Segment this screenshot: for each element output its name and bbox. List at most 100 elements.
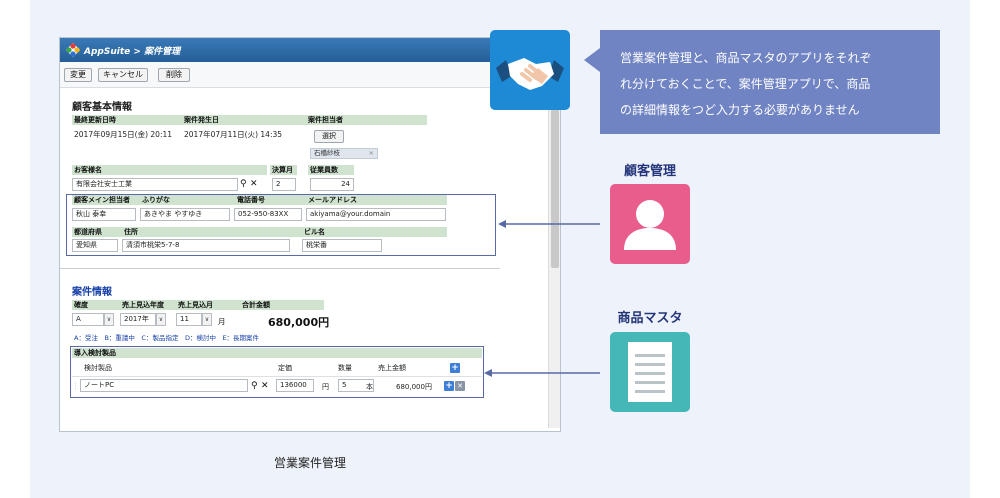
header-row-contact [72, 195, 447, 205]
header-row-dates [72, 115, 427, 125]
customer-section-title: 顧客基本情報 [72, 102, 132, 113]
owner-tag-label: 石橋紗枝 [314, 149, 340, 157]
email-input[interactable]: akiyama@your.domain [306, 208, 446, 221]
cancel-button[interactable]: キャンセル [98, 68, 148, 82]
clear-icon[interactable]: ✕ [250, 179, 258, 189]
total-label: 合計金額 [242, 301, 270, 309]
col-product: 検討製品 [84, 364, 112, 372]
fiscal-label: 決算月 [270, 165, 297, 175]
section-divider [60, 268, 500, 269]
arrow-head-icon [498, 220, 506, 228]
month-label: 売上見込月 [178, 301, 213, 309]
updated-value: 2017年09月15日(金) 20:11 [74, 130, 173, 139]
callout-line: 営業案件管理と、商品マスタのアプリをそれぞ [620, 51, 872, 65]
fiscal-input[interactable]: 2 [272, 178, 296, 191]
kana-input[interactable]: あきやま やすゆき [140, 208, 230, 221]
chevron-down-icon[interactable]: ∨ [156, 313, 166, 326]
contact-label: 顧客メイン担当者 [74, 196, 130, 204]
rank-legend: A：受注 B：重議中 C：製品指定 D：検討中 E：長期案件 [74, 334, 260, 342]
col-price: 定価 [278, 364, 292, 372]
handshake-icon [496, 58, 564, 90]
created-value: 2017年07月11日(火) 14:35 [184, 130, 283, 139]
year-select[interactable]: 2017年 [120, 313, 156, 326]
kana-label: ふりがな [142, 196, 170, 204]
edit-button[interactable]: 変更 [64, 68, 92, 82]
phone-input[interactable]: 052-950-83XX [234, 208, 302, 221]
callout-line: れ分けておくことで、案件管理アプリで、商品 [620, 77, 871, 91]
phone-label: 電話番号 [237, 196, 265, 204]
owner-tag[interactable]: 石橋紗枝 × [310, 148, 378, 159]
callout-line: の詳細情報をつど入力する必要がありません [620, 103, 860, 117]
company-input[interactable]: 有限会社安士工業 [72, 178, 238, 191]
product-app-label: 商品マスタ [617, 311, 683, 326]
add-row-icon[interactable]: + [450, 363, 460, 373]
product-input[interactable]: ノートPC [80, 379, 248, 392]
header-row-address [72, 227, 447, 237]
month-suffix: 月 [218, 317, 226, 326]
person-icon [624, 200, 676, 250]
employees-input[interactable]: 24 [310, 178, 354, 191]
clear-icon[interactable]: ✕ [261, 381, 269, 391]
scrollbar-thumb[interactable] [551, 88, 559, 268]
building-input[interactable]: 桃栄番 [302, 239, 382, 252]
search-icon[interactable]: ⚲ [251, 381, 258, 391]
drag-handle[interactable]: ⋮ [72, 381, 80, 390]
address-input[interactable]: 清須市桃栄5-7-8 [122, 239, 290, 252]
rank-label: 確度 [74, 301, 88, 309]
header-row-deal [72, 300, 324, 310]
customer-app-tile[interactable] [610, 184, 690, 264]
pref-input[interactable]: 愛知県 [72, 239, 118, 252]
email-label: メールアドレス [308, 196, 357, 204]
callout-text: 営業案件管理と、商品マスタのアプリをそれぞ れ分けておくことで、案件管理アプリで… [620, 45, 940, 123]
address-label: 住所 [124, 228, 138, 236]
employees-label: 従業員数 [308, 165, 354, 175]
deal-section-title: 案件情報 [72, 287, 112, 298]
building-label: ビル名 [304, 228, 325, 236]
vertical-scrollbar[interactable] [548, 88, 560, 428]
insert-row-icon[interactable]: + [444, 381, 454, 391]
breadcrumb-separator: > [133, 47, 141, 57]
app-title-bar: AppSuite > 案件管理 [60, 38, 560, 62]
arrow-head-icon [484, 369, 492, 377]
price-unit: 円 [322, 383, 329, 391]
app-name[interactable]: AppSuite [84, 47, 131, 57]
breadcrumb: AppSuite > 案件管理 [84, 44, 180, 57]
callout-pointer [584, 48, 600, 72]
appsuite-logo-icon [65, 42, 81, 58]
owner-select-button[interactable]: 選択 [314, 130, 344, 143]
product-app-tile[interactable] [610, 332, 690, 412]
search-icon[interactable]: ⚲ [240, 179, 247, 189]
contact-input[interactable]: 秋山 泰幸 [72, 208, 136, 221]
breadcrumb-page[interactable]: 案件管理 [144, 47, 181, 57]
close-icon[interactable]: × [368, 149, 374, 157]
rank-select[interactable]: A [72, 313, 104, 326]
created-label: 案件発生日 [184, 116, 219, 124]
customer-highlight-box [66, 194, 496, 256]
price-input[interactable]: 136000 [276, 379, 314, 392]
total-value: 680,000円 [268, 316, 330, 329]
document-icon [628, 342, 672, 402]
year-label: 売上見込年度 [122, 301, 164, 309]
updated-label: 最終更新日時 [74, 116, 116, 124]
qty-input[interactable]: 5 [338, 379, 374, 392]
col-qty: 数量 [338, 364, 352, 372]
delete-button[interactable]: 削除 [158, 68, 190, 82]
chevron-down-icon[interactable]: ∨ [104, 313, 114, 326]
screenshot-caption: 営業案件管理 [273, 456, 346, 470]
chevron-down-icon[interactable]: ∨ [202, 313, 212, 326]
month-select[interactable]: 11 [176, 313, 202, 326]
delete-row-icon[interactable]: ✕ [455, 381, 465, 391]
explanation-callout: 営業案件管理と、商品マスタのアプリをそれぞ れ分けておくことで、案件管理アプリで… [600, 30, 940, 134]
company-label: お客様名 [72, 165, 267, 175]
table-header-divider [72, 376, 482, 377]
pref-label: 都道府県 [74, 228, 102, 236]
owner-label: 案件担当者 [308, 116, 343, 124]
handshake-tile [490, 30, 570, 110]
products-title: 導入検討製品 [72, 348, 482, 358]
qty-unit: 本 [366, 383, 373, 391]
col-amount: 売上金額 [378, 364, 406, 372]
record-toolbar: 変更 キャンセル 削除 [60, 62, 560, 88]
customer-app-label: 顧客管理 [623, 164, 676, 179]
row-amount: 680,000円 [396, 383, 432, 391]
